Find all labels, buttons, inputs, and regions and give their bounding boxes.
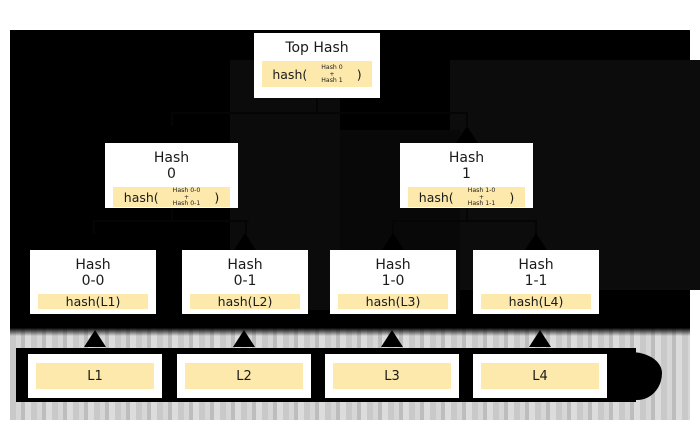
arrow-to-hash00 <box>82 233 104 250</box>
data-block-l2-label: L2 <box>185 363 303 389</box>
hash-plus-sign: + <box>183 193 190 201</box>
connector-top-stem <box>316 98 318 112</box>
node-hash-0-0-title: Hash 0-0 <box>75 257 111 289</box>
node-top-hash-formula: hash( Hash 0 + Hash 1 ) <box>262 61 372 87</box>
node-hash-0-0[interactable]: Hash 0-0 hash(L1) <box>30 250 156 314</box>
node-hash-1-1-title: Hash 1-1 <box>518 257 554 289</box>
hash-operand-a: Hash 0 <box>321 64 343 71</box>
hash-operands: Hash 0-0 + Hash 0-1 <box>173 187 201 207</box>
data-block-l4-label: L4 <box>481 363 599 389</box>
connector-h0-right-drop <box>245 220 247 234</box>
hash-operand-b: Hash 1 <box>321 76 343 84</box>
node-hash-0-0-formula: hash(L1) <box>38 294 148 309</box>
node-hash-0-1[interactable]: Hash 0-1 hash(L2) <box>182 250 308 314</box>
hash-plus-sign: + <box>329 70 335 78</box>
data-block-l1[interactable]: L1 <box>28 354 162 398</box>
node-hash-0[interactable]: Hash 0 hash( Hash 0-0 + Hash 0-1 ) <box>105 143 238 208</box>
arrow-to-hash10 <box>382 233 404 250</box>
hash-operand-a: Hash 1-0 <box>467 187 496 194</box>
hash-operand-a: Hash 0-0 <box>172 187 201 194</box>
node-hash-1-1-formula: hash(L4) <box>481 294 591 309</box>
arrow-to-hash1 <box>456 126 478 143</box>
node-hash-0-title: Hash 0 <box>153 150 190 182</box>
node-top-hash-title: Top Hash <box>285 40 349 56</box>
node-hash-1[interactable]: Hash 1 hash( Hash 1-0 + Hash 1-1 ) <box>400 143 533 208</box>
data-block-l1-label: L1 <box>36 363 154 389</box>
hash-open-paren: hash( <box>272 66 308 82</box>
hash-operand-b: Hash 1-1 <box>467 199 496 207</box>
data-block-l4[interactable]: L4 <box>473 354 607 398</box>
connector-top-left-drop <box>171 112 173 126</box>
arrow-l1-to-hash00 <box>84 330 106 347</box>
connector-top-right-drop <box>466 112 468 126</box>
arrow-l3-to-hash10 <box>381 330 403 347</box>
hash-close-paren: ) <box>356 66 362 82</box>
node-top-hash[interactable]: Top Hash hash( Hash 0 + Hash 1 ) <box>254 33 380 98</box>
data-block-l3[interactable]: L3 <box>325 354 459 398</box>
hash-open-paren: hash( <box>123 189 159 205</box>
node-hash-0-formula: hash( Hash 0-0 + Hash 0-1 ) <box>113 187 230 207</box>
connector-top-bar <box>171 112 467 114</box>
hash-plus-sign: + <box>478 193 485 201</box>
node-hash-0-1-formula: hash(L2) <box>190 294 300 309</box>
arrow-l2-to-hash01 <box>233 330 255 347</box>
hash-open-paren: hash( <box>418 189 454 205</box>
connector-h1-left-drop <box>392 220 394 234</box>
node-hash-1-0-title: Hash 1-0 <box>375 257 411 289</box>
node-hash-0-1-title: Hash 0-1 <box>227 257 263 289</box>
hash-operand-b: Hash 0-1 <box>172 199 201 207</box>
hash-close-paren: ) <box>214 189 220 205</box>
data-block-l3-label: L3 <box>333 363 451 389</box>
arrow-to-hash01 <box>234 233 256 250</box>
arrow-l4-to-hash11 <box>529 330 551 347</box>
connector-h0-bar <box>93 220 249 222</box>
node-hash-1-1[interactable]: Hash 1-1 hash(L4) <box>473 250 599 314</box>
node-hash-1-0-formula: hash(L3) <box>338 294 448 309</box>
connector-h1-right-drop <box>535 220 537 234</box>
node-hash-1-title: Hash 1 <box>448 150 485 182</box>
arrow-to-hash11 <box>525 233 547 250</box>
hash-operands: Hash 1-0 + Hash 1-1 <box>468 187 496 207</box>
connector-h1-stem <box>466 208 468 220</box>
data-block-l2[interactable]: L2 <box>177 354 311 398</box>
connector-h0-left-drop <box>93 220 95 234</box>
arrow-to-hash0 <box>161 126 183 143</box>
strip-blob <box>608 352 662 400</box>
node-hash-1-0[interactable]: Hash 1-0 hash(L3) <box>330 250 456 314</box>
hash-operands: Hash 0 + Hash 1 <box>321 64 343 84</box>
hash-close-paren: ) <box>509 189 515 205</box>
data-block-strip-fade <box>10 322 690 336</box>
connector-h1-bar <box>392 220 536 222</box>
connector-h0-stem <box>171 208 173 220</box>
node-hash-1-formula: hash( Hash 1-0 + Hash 1-1 ) <box>408 187 525 207</box>
